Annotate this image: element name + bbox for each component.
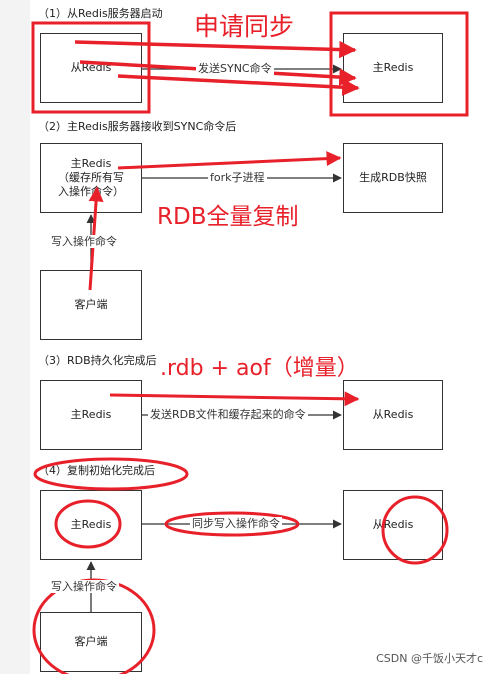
client-label-2: 客户端 — [74, 298, 108, 311]
master-redis-label-1: 主Redis — [372, 61, 414, 74]
client-box-4: 客户端 — [40, 612, 142, 672]
edge-send-rdb-label: 发送RDB文件和缓存起来的命令 — [148, 408, 308, 421]
red-circle-client-4 — [32, 578, 156, 674]
edge-fork-label: fork子进程 — [208, 171, 267, 184]
annotation-rdb-full: RDB全量复制 — [157, 204, 299, 230]
left-margin-strip — [0, 0, 30, 674]
step-4-heading: （4）复制初始化完成后 — [38, 464, 155, 477]
slave-redis-box-4: 从Redis — [343, 490, 443, 560]
rdb-snapshot-box: 生成RDB快照 — [343, 143, 443, 213]
step-2-heading: （2）主Redis服务器接收到SYNC命令后 — [38, 120, 237, 133]
red-circle-sync-edge — [164, 511, 300, 537]
annotation-rdb-aof: .rdb + aof（增量） — [160, 356, 359, 381]
master-redis-label-3: 主Redis — [70, 408, 112, 421]
red-arrow-sync-3 — [117, 74, 360, 96]
red-circle-slave-4 — [381, 495, 449, 565]
edge-client-write-label-4: 写入操作命令 — [49, 580, 119, 593]
master-redis-label-4: 主Redis — [70, 518, 112, 531]
red-highlight-slave — [31, 21, 151, 114]
edge-sync-label: 发送SYNC命令 — [196, 62, 274, 75]
step-1-heading: （1）从Redis服务器启动 — [38, 7, 163, 20]
slave-redis-label-3: 从Redis — [372, 408, 414, 421]
red-arrow-rdb-send — [109, 391, 360, 407]
red-highlight-master — [329, 11, 469, 117]
step-3-heading: （3）RDB持久化完成后 — [38, 354, 157, 367]
red-circle-master-4 — [54, 499, 122, 549]
master-redis-box-3: 主Redis — [40, 380, 142, 450]
slave-redis-box-3: 从Redis — [343, 380, 443, 450]
edge-client-write-label-2: 写入操作命令 — [49, 235, 119, 248]
annotation-sync-request: 申请同步 — [194, 12, 295, 41]
edge-sync-write-label: 同步写入操作命令 — [190, 517, 282, 530]
master-redis-line-2: （缓存所有写 — [58, 171, 124, 184]
red-circle-step4-heading — [33, 457, 189, 491]
rdb-snapshot-label: 生成RDB快照 — [359, 171, 427, 184]
red-arrow-fork — [117, 151, 342, 170]
master-redis-line-1: 主Redis — [70, 157, 112, 170]
master-redis-box-2: 主Redis （缓存所有写 入操作命令） — [40, 143, 142, 213]
watermark: CSDN @千饭小天才c — [376, 652, 483, 665]
client-label-4: 客户端 — [74, 635, 108, 648]
red-arrow-sync-1 — [74, 40, 357, 59]
